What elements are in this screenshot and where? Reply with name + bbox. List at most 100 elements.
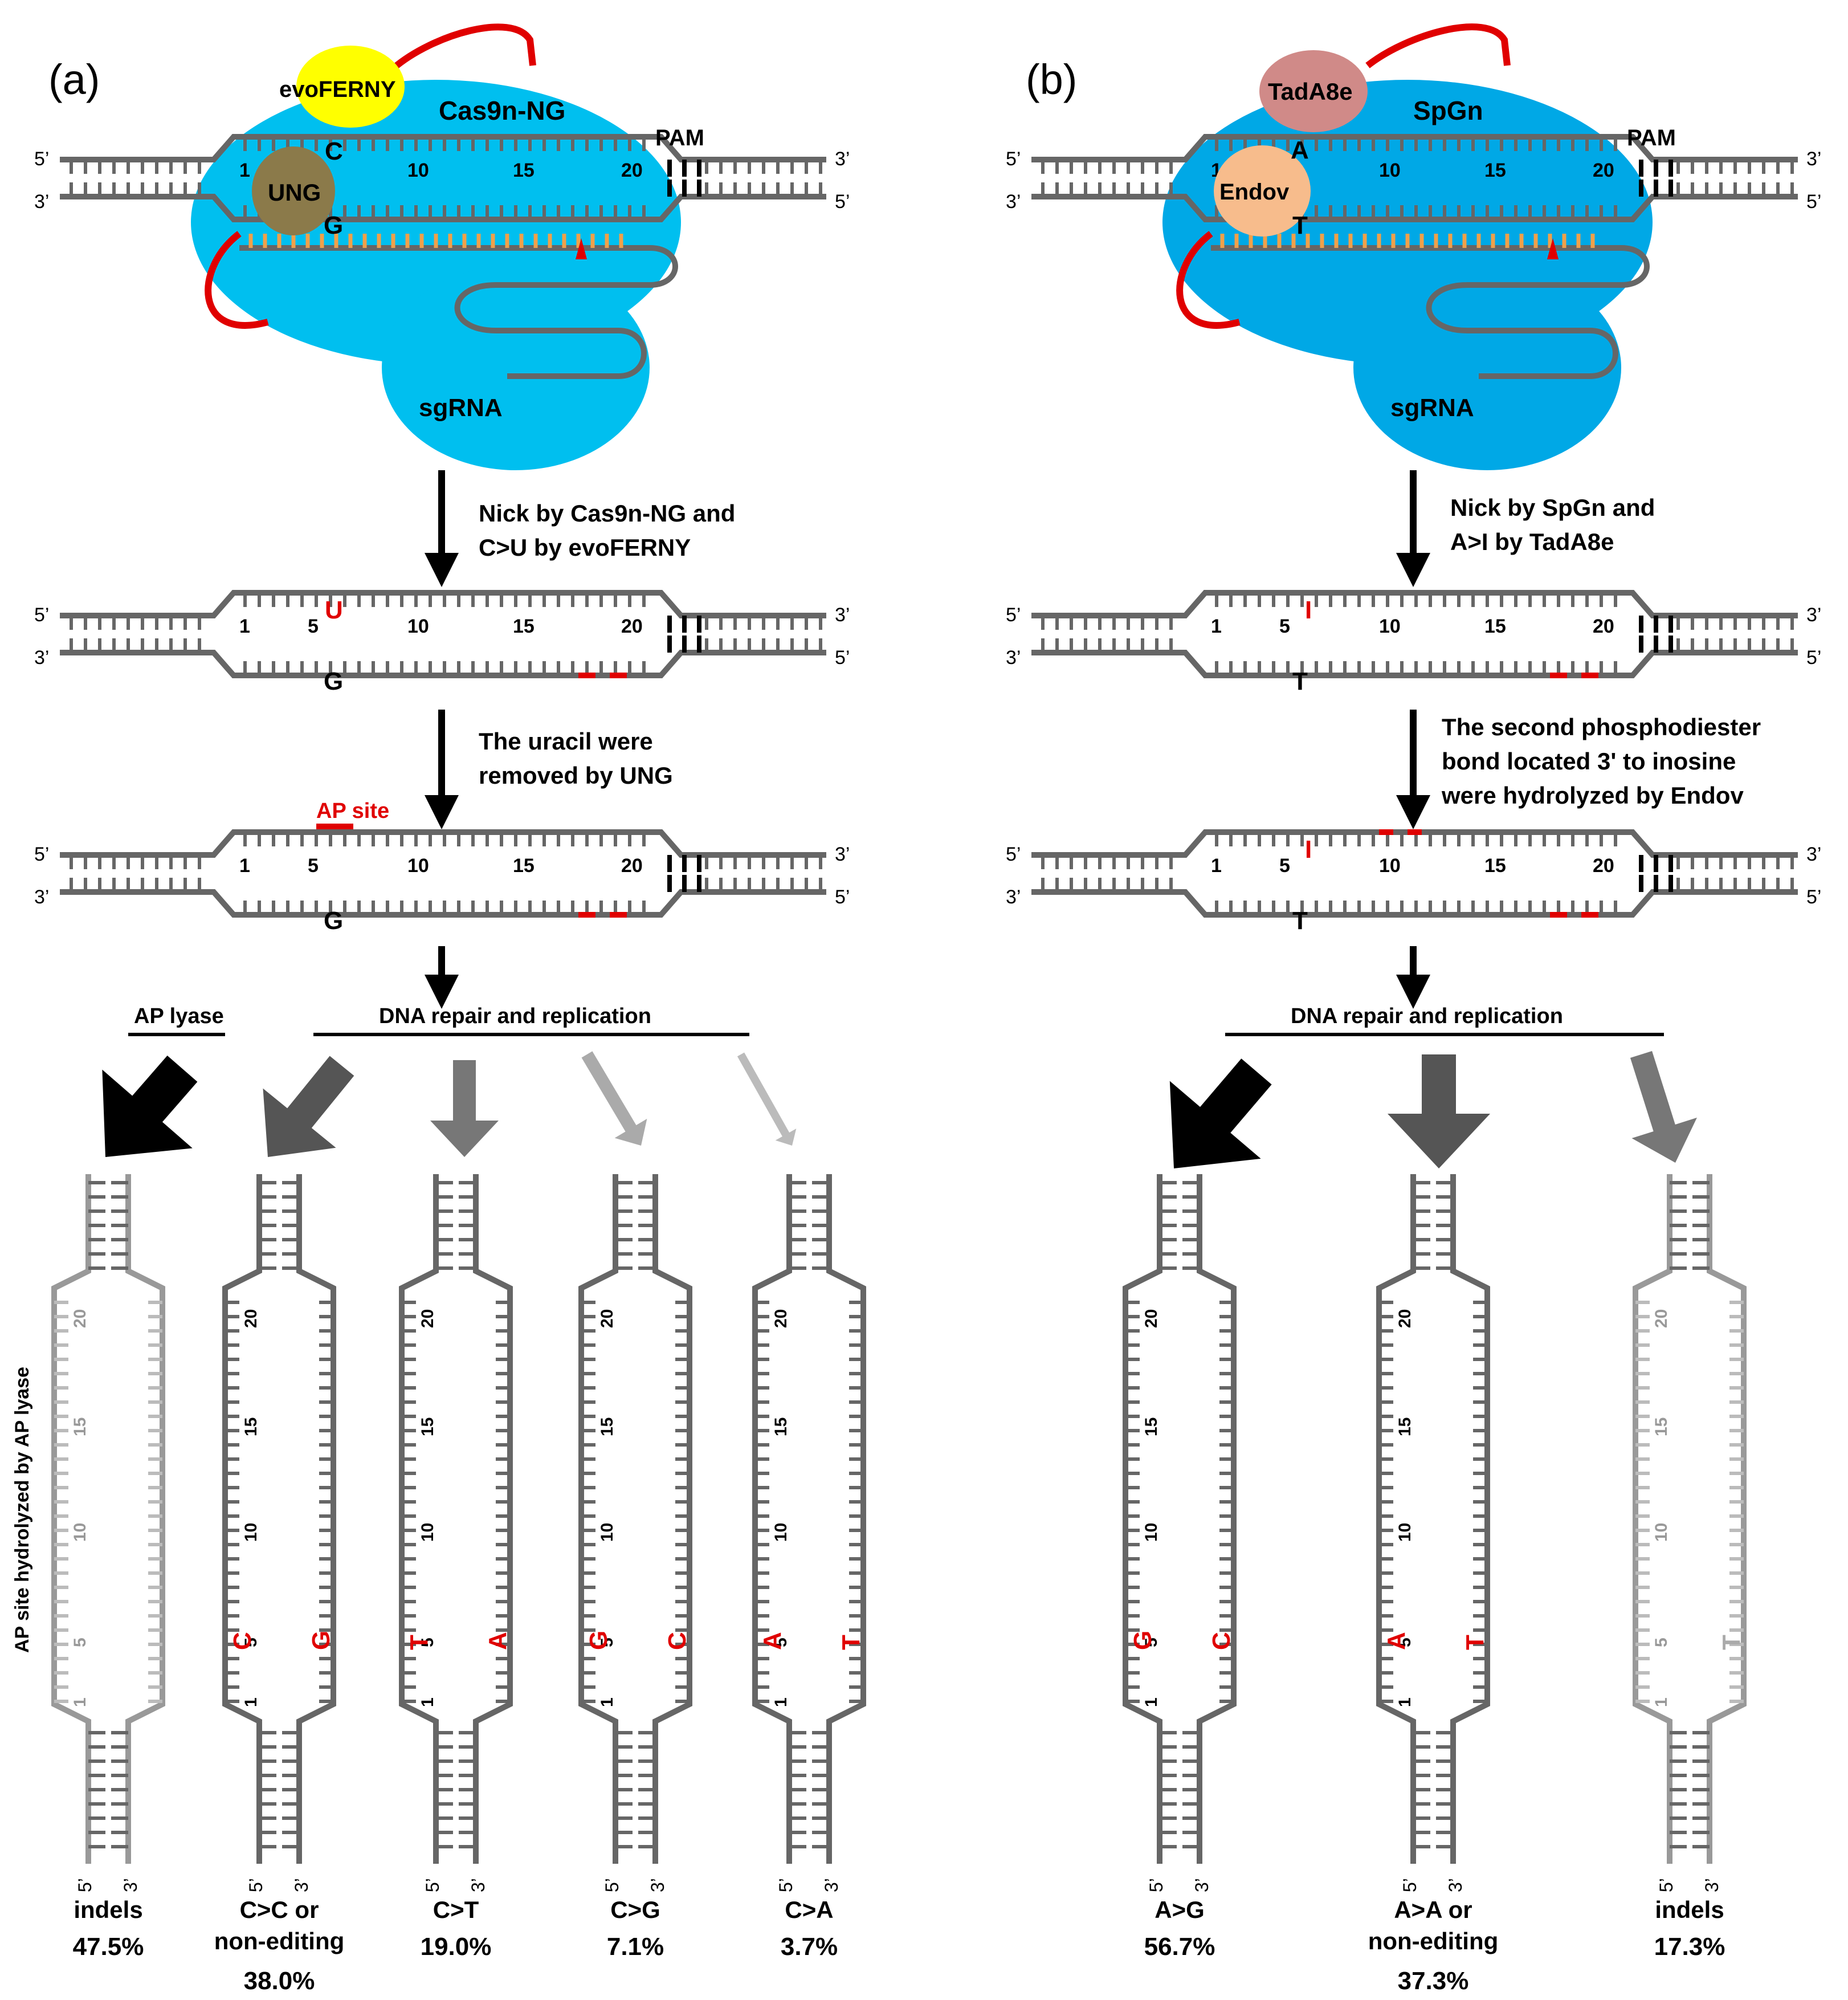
vertical-note: AP site hydrolyzed by AP lyase <box>11 1367 33 1653</box>
pam-label-a: PAM <box>655 125 704 150</box>
position-label: 10 <box>242 1523 260 1542</box>
position-label: 5 <box>1142 1638 1161 1647</box>
nick-marker-a <box>576 238 587 259</box>
position-label: 10 <box>1652 1523 1671 1542</box>
position-label: 1 <box>1211 616 1222 637</box>
strand-end: 5’ <box>1006 844 1021 865</box>
edited-base-b3: I <box>1305 836 1312 863</box>
outcome-percent: 56.7% <box>1144 1933 1215 1961</box>
position-label: 10 <box>1142 1523 1161 1542</box>
step1-a-line2: C>U by evoFERNY <box>479 534 691 561</box>
step2-b-line1: The second phosphodiester <box>1442 714 1761 740</box>
position-label: 5 <box>308 855 319 877</box>
outcome-arrow <box>737 1052 797 1146</box>
position-label: 15 <box>1484 855 1506 877</box>
evoferny-label: evoFERNY <box>279 77 396 102</box>
position-label: 20 <box>772 1309 790 1328</box>
right-strand <box>826 1174 866 1864</box>
outcome-percent: 37.3% <box>1398 1967 1469 1995</box>
bottom-base-a2: G <box>324 667 343 695</box>
outcome-arrow <box>1169 1058 1272 1168</box>
position-label: 10 <box>598 1523 617 1542</box>
position-label: 5 <box>242 1638 260 1647</box>
strand-end: 5’ <box>1400 1878 1420 1892</box>
strand-end: 3’ <box>120 1878 141 1892</box>
outcome-label: C>C or <box>240 1896 319 1923</box>
outcome-arrow <box>102 1056 198 1157</box>
position-label: 1 <box>1396 1697 1414 1707</box>
position-label: 5 <box>71 1638 89 1647</box>
strand-end: 3’ <box>34 886 49 908</box>
strand-end: 5’ <box>1656 1878 1676 1892</box>
position-label: 1 <box>772 1697 790 1707</box>
strand-end: 5’ <box>34 604 49 626</box>
nick-marker-b <box>1547 238 1559 259</box>
endov-enzyme <box>1214 145 1311 237</box>
position-label: 10 <box>772 1523 790 1542</box>
outcome-label: indels <box>1655 1896 1724 1923</box>
position-label: 20 <box>621 160 643 181</box>
strand-end: 3’ <box>1806 148 1821 170</box>
strand-end: 5’ <box>1806 647 1821 669</box>
outcome-arrow <box>1388 1054 1490 1168</box>
right-base: T <box>1461 1635 1489 1650</box>
strand-end: 5’ <box>1806 191 1821 213</box>
strand-end: 5’ <box>1146 1878 1166 1892</box>
strand-end: 5’ <box>835 886 850 908</box>
position-label: 1 <box>1142 1697 1161 1707</box>
position-label: 5 <box>418 1638 437 1647</box>
outcome-label: C>A <box>785 1896 833 1923</box>
edited-base-a: U <box>325 596 343 624</box>
position-label: 1 <box>418 1697 437 1707</box>
ap-site-label: AP site <box>316 799 389 823</box>
strand-end: 3’ <box>835 844 850 865</box>
panel-a-label: (a) <box>48 56 100 103</box>
position-label: 5 <box>1279 616 1290 637</box>
strand-end: 3’ <box>1445 1878 1466 1892</box>
strand-end: 5’ <box>34 844 49 865</box>
outcome-percent: 3.7% <box>781 1933 838 1961</box>
strand-end: 5’ <box>776 1878 796 1892</box>
outcome-label: A>A or <box>1394 1896 1472 1923</box>
linker-top-b <box>1365 23 1511 68</box>
position-label: 15 <box>242 1417 260 1436</box>
outcome-arrow <box>430 1060 499 1157</box>
strand-end: 5’ <box>34 148 49 170</box>
outcome-percent: 47.5% <box>73 1933 144 1961</box>
position-label: 20 <box>1593 616 1614 637</box>
right-base: T <box>1718 1635 1745 1650</box>
left-strand <box>399 1174 439 1864</box>
outcome-arrows-b <box>1169 1050 1697 1168</box>
strand-end: 3’ <box>1192 1878 1212 1892</box>
position-label: 1 <box>239 855 250 877</box>
left-strand <box>1633 1174 1672 1864</box>
linker-bottom-b <box>1176 231 1241 329</box>
strand-end: 3’ <box>1006 191 1021 213</box>
position-label: 10 <box>1379 616 1401 637</box>
bottom-base-a: G <box>324 211 343 239</box>
linker-bottom-a <box>205 231 269 329</box>
position-label: 5 <box>1279 855 1290 877</box>
position-label: 10 <box>418 1523 437 1542</box>
right-base: C <box>663 1632 691 1650</box>
step2-b-line3: were hydrolyzed by Endov <box>1441 782 1744 809</box>
outcome-percent: 17.3% <box>1654 1933 1725 1961</box>
position-label: 20 <box>1593 855 1614 877</box>
strand-end: 3’ <box>1702 1878 1722 1892</box>
position-label: 20 <box>71 1309 89 1328</box>
edited-base-b: I <box>1305 596 1312 624</box>
position-label: 15 <box>1396 1417 1414 1436</box>
position-label: 5 <box>772 1638 790 1647</box>
outcome-label: A>G <box>1155 1896 1205 1923</box>
left-strand <box>578 1174 618 1864</box>
position-label: 15 <box>1652 1417 1671 1436</box>
outcome-label: C>T <box>433 1896 479 1923</box>
strand-end: 3’ <box>821 1878 842 1892</box>
position-label: 20 <box>621 855 643 877</box>
position-label: 10 <box>407 616 429 637</box>
position-label: 10 <box>407 160 429 181</box>
repair-label-a: DNA repair and replication <box>379 1004 651 1028</box>
strand-end: 3’ <box>1806 604 1821 626</box>
